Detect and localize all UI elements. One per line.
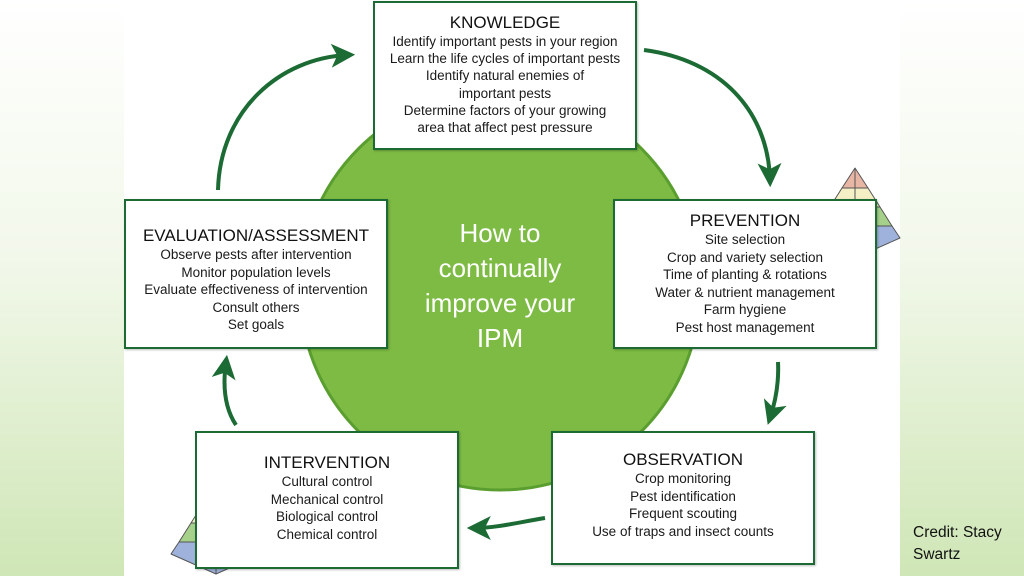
arrow-icon [216,43,356,191]
arrow-icon [211,354,238,427]
knowledge-list: Identify important pests in your region … [375,33,635,136]
list-item: important pests [458,85,552,101]
evaluation-box: EVALUATION/ASSESSMENT Observe pests afte… [124,199,388,349]
arrow-icon [763,361,787,425]
credit-line: Swartz [913,546,961,563]
list-item: Monitor population levels [181,264,331,280]
credit-text: Credit: Stacy Swartz [913,522,1023,566]
list-item: Crop monitoring [634,471,732,486]
list-item: Pest host management [675,319,815,335]
intervention-list: Cultural control Mechanical control Biol… [197,473,457,543]
list-item: Identify important pests in your region [392,34,618,49]
list-item: Pest identification [630,488,736,504]
intervention-box: INTERVENTION Cultural control Mechanical… [195,431,459,569]
intervention-title: INTERVENTION [263,453,391,472]
list-item: Crop and variety selection [666,249,824,265]
center-title-line: How to [459,218,541,248]
list-item: Water & nutrient management [655,284,835,300]
knowledge-title: KNOWLEDGE [449,13,561,32]
knowledge-box: KNOWLEDGE Identify important pests in yo… [373,1,637,150]
center-title-line: continually [438,253,562,283]
list-item: Determine factors of your growing [403,102,607,118]
list-item: area that affect pest pressure [417,120,593,136]
list-item: Identify natural enemies of [425,68,585,84]
list-item: Learn the life cycles of important pests [389,51,621,67]
list-item: Observe pests after intervention [160,247,352,262]
list-item: Consult others [212,299,300,315]
observation-list: Crop monitoring Pest identification Freq… [553,470,813,540]
center-title-line: improve your [424,288,576,318]
list-item: Biological control [275,509,379,525]
center-title-line: IPM [476,323,524,353]
prevention-list: Site selection Crop and variety selectio… [615,231,875,337]
arrow-icon [643,48,782,188]
list-item: Farm hygiene [703,302,787,318]
prevention-box: PREVENTION Site selection Crop and varie… [613,199,877,349]
observation-box: OBSERVATION Crop monitoring Pest identif… [551,431,815,565]
list-item: Site selection [704,232,786,247]
evaluation-list: Observe pests after intervention Monitor… [126,246,386,334]
prevention-title: PREVENTION [689,211,801,230]
center-title: How to continually improve your IPM [400,216,600,356]
arrow-icon [466,515,546,540]
observation-title: OBSERVATION [623,450,743,469]
list-item: Frequent scouting [628,506,738,522]
list-item: Set goals [227,317,285,333]
evaluation-title: EVALUATION/ASSESSMENT [142,226,370,245]
list-item: Mechanical control [270,491,384,507]
credit-line: Credit: Stacy [913,524,1002,541]
list-item: Time of planting & rotations [663,267,827,283]
list-item: Chemical control [276,526,378,542]
list-item: Use of traps and insect counts [592,523,774,539]
list-item: Cultural control [281,474,373,489]
list-item: Evaluate effectiveness of intervention [144,282,368,298]
